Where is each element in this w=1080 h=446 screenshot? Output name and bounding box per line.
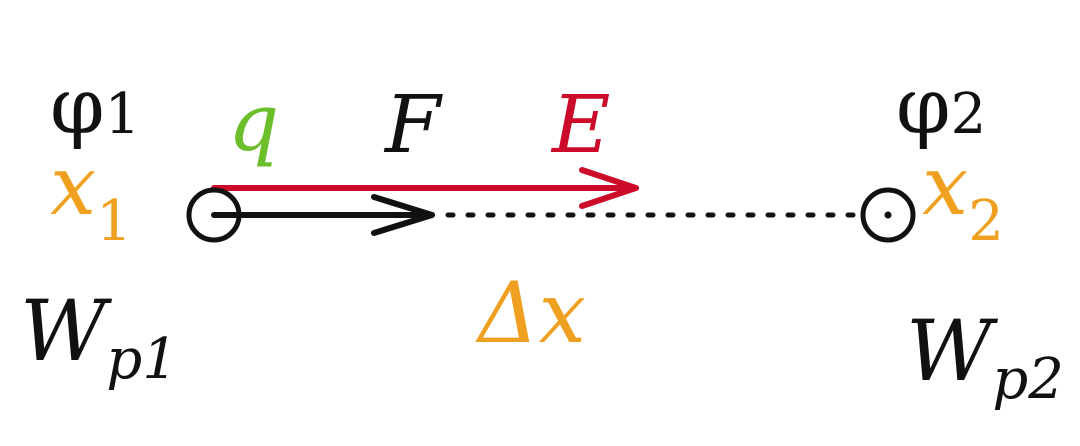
position-1-label: x1 [50, 139, 132, 254]
potential-1-label: φ1 [50, 62, 140, 152]
displacement-label: Δx [475, 264, 586, 362]
potential-2-label: φ2 [896, 62, 986, 152]
force-arrow [211, 194, 435, 236]
charge-label: q [228, 76, 279, 169]
point-1 [186, 187, 242, 243]
e-field-arrow [211, 167, 639, 209]
position-2-label: x2 [922, 139, 1004, 254]
point-2 [860, 187, 916, 243]
potential-energy-1-label: Wp1 [20, 282, 178, 392]
force-label: F [383, 78, 443, 171]
field-label: E [550, 78, 610, 171]
potential-energy-2-label: Wp2 [906, 302, 1064, 412]
